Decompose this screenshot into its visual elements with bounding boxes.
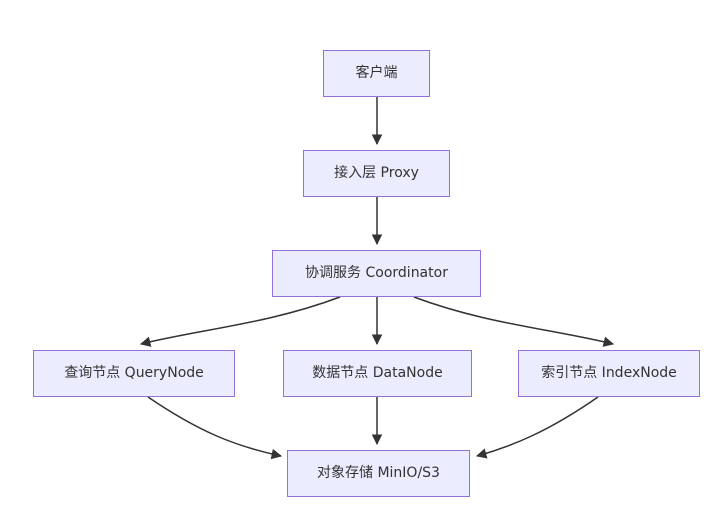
edge-querynode-storage (147, 396, 283, 460)
node-storage-label: 对象存储 MinIO/S3 (317, 465, 440, 482)
node-coordinator-label: 协调服务 Coordinator (305, 265, 448, 282)
node-client-label: 客户端 (355, 65, 398, 82)
node-querynode-label: 查询节点 QueryNode (64, 365, 204, 382)
node-indexnode: 索引节点 IndexNode (518, 350, 700, 397)
node-datanode: 数据节点 DataNode (283, 350, 472, 397)
node-client: 客户端 (323, 50, 430, 97)
edge-coordinator-indexnode (413, 296, 615, 347)
node-coordinator: 协调服务 Coordinator (272, 250, 481, 297)
node-storage: 对象存储 MinIO/S3 (287, 450, 470, 497)
node-querynode: 查询节点 QueryNode (33, 350, 235, 397)
node-indexnode-label: 索引节点 IndexNode (541, 365, 677, 382)
edge-indexnode-storage (475, 396, 599, 459)
node-proxy: 接入层 Proxy (303, 150, 450, 197)
edge-coordinator-querynode (139, 296, 341, 347)
node-datanode-label: 数据节点 DataNode (312, 365, 443, 382)
node-proxy-label: 接入层 Proxy (334, 165, 419, 182)
